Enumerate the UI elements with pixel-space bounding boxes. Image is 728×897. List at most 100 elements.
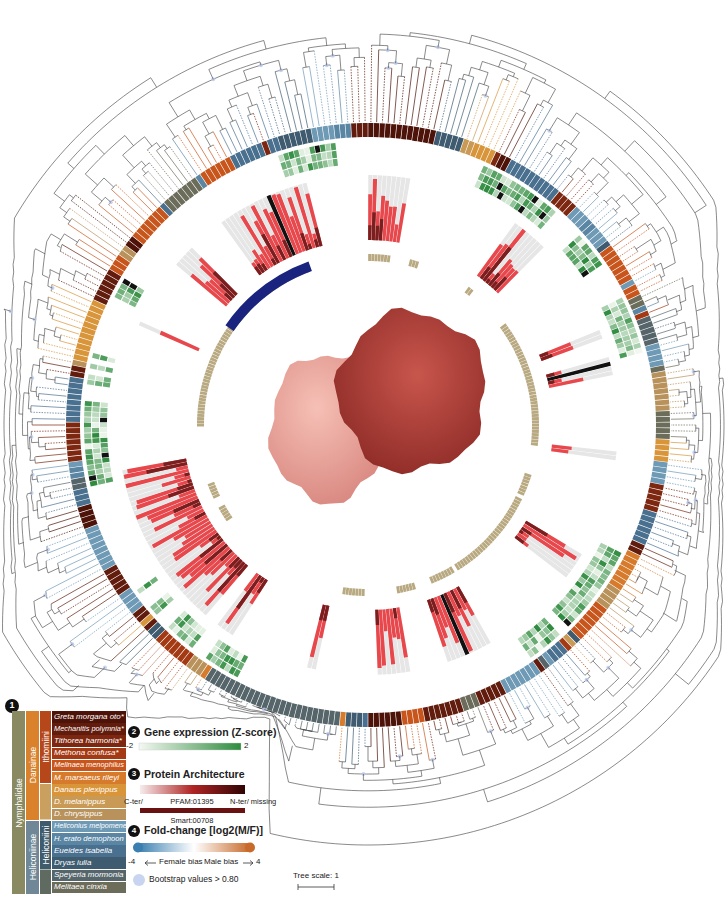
tree-branch [634, 247, 637, 252]
tree-branch [651, 239, 656, 251]
tree-branch [519, 109, 525, 112]
expression-cell [288, 151, 294, 159]
expression-cell [88, 374, 96, 380]
tree-leaf [60, 341, 76, 345]
expression-cell [103, 462, 111, 468]
tree-branch [675, 674, 688, 685]
tree-leaf [587, 200, 604, 216]
expression-cell [94, 453, 101, 458]
tree-branch [697, 512, 700, 514]
species-ring-cell [374, 123, 379, 137]
expression-cell [542, 215, 550, 223]
expression-cell [87, 380, 95, 386]
species-ring-cell [379, 713, 385, 727]
tree-branch [513, 721, 516, 728]
tree-branch [233, 699, 241, 702]
bar-background [540, 335, 602, 361]
domain-ring-cell [371, 254, 374, 261]
species-ring-cell [66, 439, 80, 445]
tree-leaf [185, 672, 192, 682]
expression-cell [100, 428, 107, 433]
tree-branch [65, 567, 67, 573]
tree-leaf [579, 192, 594, 208]
tree-leaf [370, 45, 372, 122]
expression-cell [296, 157, 302, 165]
domain-bar [368, 194, 372, 240]
tree-leaf [56, 327, 79, 334]
domain-bar [427, 599, 446, 647]
expression-cell [101, 402, 108, 407]
tree-branch [68, 218, 72, 224]
tree-leaf [434, 80, 445, 129]
tree-branch [545, 715, 551, 718]
tree-branch [59, 654, 95, 677]
domain-bar-dark [163, 458, 186, 466]
tree-branch [647, 629, 651, 632]
species-ring-cell [656, 417, 670, 422]
tree-branch [689, 444, 695, 445]
tree-branch [409, 33, 410, 37]
tree-branch [677, 335, 687, 338]
expression-cell [95, 381, 103, 387]
tree-branch [685, 403, 688, 404]
tree-leaf [111, 630, 145, 661]
tree-branch [28, 408, 31, 409]
tree-branch [236, 700, 238, 702]
tree-branch [658, 577, 664, 595]
tree-leaf [423, 68, 434, 127]
tree-leaf [47, 538, 86, 554]
tree-leaf [382, 68, 385, 122]
tree-branch [93, 643, 106, 654]
expression-cell [92, 428, 99, 433]
domain-ring-cell [532, 427, 539, 430]
tree-branch [608, 158, 644, 195]
expression-cell [104, 377, 112, 383]
tree-leaf [462, 83, 479, 137]
tree-branch [636, 239, 651, 249]
tree-branch [550, 143, 557, 154]
tree-branch [378, 768, 379, 774]
tree-branch [55, 611, 60, 614]
tree-branch [608, 668, 618, 679]
tree-leaf [670, 454, 692, 456]
tree-branch [59, 644, 73, 654]
tree-branch [701, 386, 703, 440]
expression-cell [101, 443, 108, 448]
bar-background [539, 330, 601, 358]
tree-leaf [60, 251, 104, 276]
domain-ring-cell [355, 589, 358, 596]
tree-branch [569, 175, 574, 179]
tree-branch [73, 619, 85, 627]
tree-branch [686, 327, 692, 329]
tree-branch [22, 393, 24, 436]
expression-cell [97, 474, 105, 480]
expression-cell [315, 145, 321, 153]
tree-leaf [70, 603, 123, 641]
domain-ring-cell [532, 433, 539, 436]
tree-branch [410, 33, 526, 64]
tree-branch [701, 474, 705, 476]
expression-cell [308, 163, 314, 171]
tree-branch [105, 631, 109, 636]
bootstrap-dot [31, 473, 35, 477]
tree-leaf [653, 315, 677, 324]
domain-bar [551, 448, 568, 454]
expression-cell [304, 147, 310, 155]
tree-leaf [610, 608, 634, 626]
tree-branch [571, 168, 578, 177]
expression-cell [105, 367, 113, 373]
tree-branch [661, 276, 665, 278]
tree-branch [671, 241, 677, 245]
expression-cell [84, 433, 91, 438]
tree-branch [46, 379, 55, 380]
tree-branch [696, 428, 699, 429]
tree-branch [645, 587, 658, 595]
expression-cell [98, 479, 106, 485]
tree-leaf [38, 400, 66, 402]
expression-cell [325, 144, 331, 152]
tree-leaf [670, 448, 689, 449]
expression-cell [156, 597, 164, 605]
expression-cell [92, 417, 99, 422]
species-ring-cell [654, 455, 668, 462]
tree-branch [158, 677, 161, 683]
